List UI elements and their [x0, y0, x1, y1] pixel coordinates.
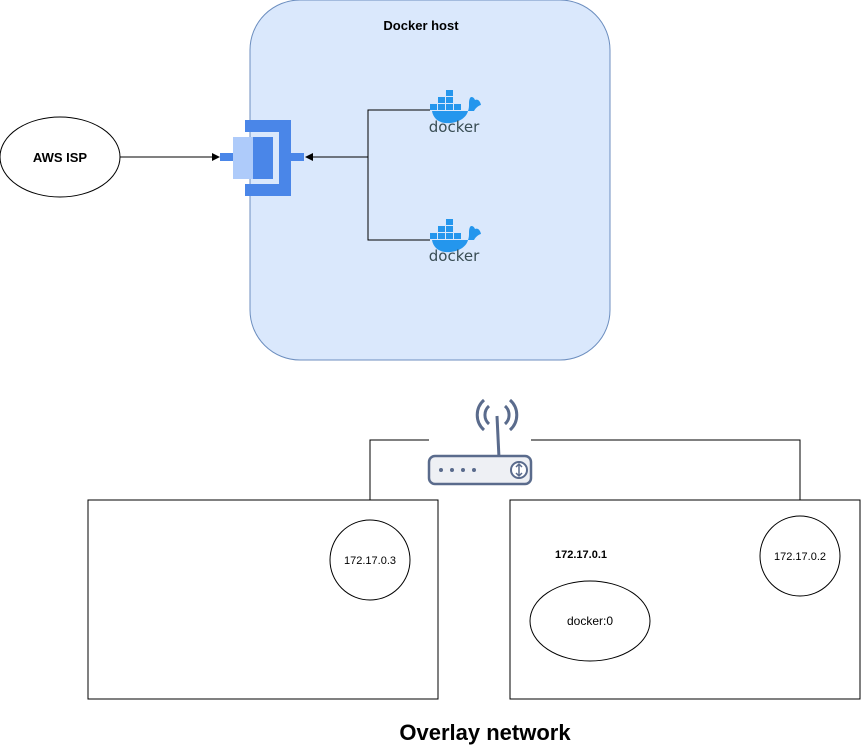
- docker0-bridge-label: docker:0: [567, 614, 613, 628]
- edge-container2-to-gateway: [305, 153, 430, 241]
- container-node-right[interactable]: [759, 515, 841, 597]
- docker-host-box[interactable]: [249, 0, 611, 361]
- edge-container1-to-gateway: [367, 109, 430, 157]
- docker-host-title: Docker host: [383, 18, 459, 33]
- docker-logo-text: docker: [429, 247, 480, 265]
- gateway-icon[interactable]: [220, 120, 304, 196]
- bridge-ip-label: 172.17.0.1: [555, 549, 607, 561]
- edge-router-to-left-host: [366, 439, 429, 521]
- docker-logo-icon[interactable]: docker: [429, 90, 481, 136]
- edge-router-to-right-host: [531, 439, 804, 517]
- left-container-ip: 172.17.0.3: [344, 555, 396, 567]
- container-node-left[interactable]: [329, 519, 411, 601]
- docker-logo-text: docker: [429, 118, 480, 136]
- docker0-bridge-node[interactable]: [529, 580, 651, 662]
- docker-logo-icon[interactable]: docker: [429, 219, 481, 265]
- aws-isp-label: AWS ISP: [33, 150, 88, 165]
- right-container-ip: 172.17.0.2: [774, 551, 826, 563]
- overlay-network-title: Overlay network: [399, 720, 571, 745]
- wifi-router-icon[interactable]: [427, 398, 533, 486]
